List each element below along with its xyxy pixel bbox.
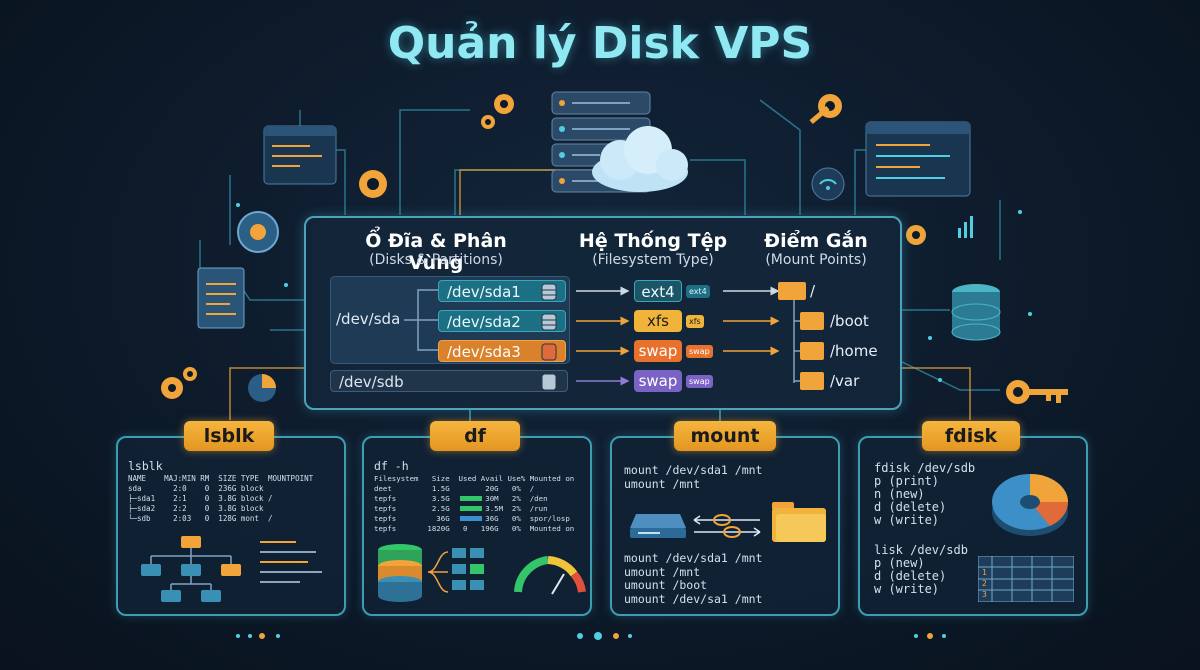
lsblk-card: lsblk NAME MAJ:MIN RM SIZE TYPE MOUNTPOI…: [116, 436, 346, 616]
mount-heading: Điểm Gắn: [764, 230, 868, 252]
fdisk-bottom-commands: lisk /dev/sdb p (new) d (delete) w (writ…: [874, 543, 968, 596]
disk-sdb: /dev/sdb: [330, 370, 568, 392]
pie-chart-icon: [248, 374, 276, 402]
fs-tag-ext4: ext4: [686, 285, 710, 298]
disk-mapping-panel: Ổ Đĩa & Phân Vùng (Disks & Partitions) H…: [304, 216, 902, 410]
lsblk-title: lsblk: [184, 421, 274, 451]
sparkle-icon: [236, 203, 1032, 382]
lines-icon: [260, 541, 322, 583]
partition-sda1: /dev/sda1: [438, 280, 566, 302]
settings-board-icon: [237, 211, 279, 253]
usage-bars: [460, 496, 482, 521]
mount-title: mount: [674, 421, 776, 451]
dots-decoration: [236, 632, 946, 640]
df-title: df: [430, 421, 520, 451]
page-title: Quản lý Disk VPS: [387, 18, 813, 69]
cloud-icon: [592, 126, 688, 192]
disks-subheading: (Disks & Partitions): [369, 252, 503, 268]
fs-subheading: (Filesystem Type): [592, 252, 714, 268]
fdisk-card: fdisk /dev/sdb p (print) n (new) d (dele…: [858, 436, 1088, 616]
fs-swap-sdb: swap: [634, 370, 682, 392]
fdisk-title: fdisk: [922, 421, 1020, 451]
fs-heading: Hệ Thống Tệp: [578, 230, 728, 252]
mount-root: /: [810, 282, 816, 300]
fs-tag-xfs: xfs: [686, 315, 704, 328]
partition-sda2: /dev/sda2: [438, 310, 566, 332]
mount-card: mount /dev/sda1 /mnt umount /mnt mount /…: [610, 436, 840, 616]
df-command: df -h: [374, 459, 409, 473]
mount-bottom-commands: mount /dev/sda1 /mnt umount /mnt umount …: [624, 551, 763, 606]
fs-tag-swap: swap: [686, 345, 713, 358]
partition-sda3: /dev/sda3: [438, 340, 566, 362]
mount-illustration: [630, 502, 826, 542]
partition-pie-icon: [992, 474, 1069, 536]
df-output: Filesystem Size Used Avail Use% Mounted …: [374, 474, 575, 533]
mount-home: /home: [830, 342, 878, 360]
fdisk-top-commands: fdisk /dev/sdb p (print) n (new) d (dele…: [874, 461, 976, 527]
lsblk-command: lsblk: [128, 459, 163, 473]
table-row-2: 2: [982, 579, 987, 588]
storage-icons: [378, 544, 586, 602]
bar-icon: [958, 216, 973, 238]
fs-ext4: ext4: [634, 280, 682, 302]
partition-table: 1 2 3: [978, 556, 1074, 602]
fs-tag-swap-sdb: swap: [686, 375, 713, 388]
lsblk-output: NAME MAJ:MIN RM SIZE TYPE MOUNTPOINT sda…: [128, 474, 314, 523]
fs-swap: swap: [634, 340, 682, 362]
mount-top-commands: mount /dev/sda1 /mnt umount /mnt: [624, 463, 763, 491]
partition-branches: [404, 289, 438, 351]
fs-xfs: xfs: [634, 310, 682, 332]
wifi-icon: [811, 167, 845, 201]
mount-var: /var: [830, 372, 860, 390]
table-row-3: 3: [982, 590, 987, 599]
table-row-1: 1: [982, 568, 987, 577]
mapping-arrows: [576, 286, 780, 386]
database-icon: [951, 284, 1001, 341]
mount-boot: /boot: [830, 312, 869, 330]
folder-tree-icon: [141, 536, 241, 602]
mount-subheading: (Mount Points): [765, 252, 867, 268]
gear-icon: [161, 94, 926, 399]
df-card: df -h Filesystem Size Used Avail Use% Mo…: [362, 436, 592, 616]
document-icon: [197, 267, 245, 329]
key-icon: [809, 94, 1068, 404]
disks-heading: Ổ Đĩa & Phân Vùng: [365, 230, 507, 274]
disk-icon: [541, 283, 557, 391]
mount-tree: [778, 282, 824, 390]
disk-sda-label: /dev/sda: [336, 310, 401, 328]
code-window-icon: [263, 121, 971, 197]
